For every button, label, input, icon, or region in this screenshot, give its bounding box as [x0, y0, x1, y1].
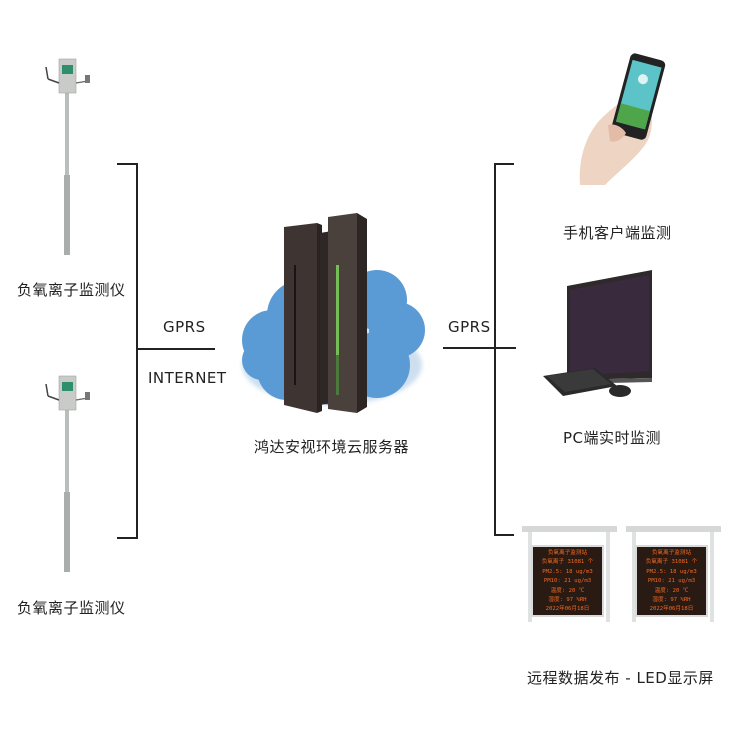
right-connector: [443, 347, 516, 349]
led-line-temperature: 温度: 20 ℃: [550, 587, 585, 594]
led-line-pm25: PM2.5: 18 ug/m3: [646, 568, 697, 575]
led-screen: 负氧离子监测站 负氧离子 31081 个 PM2.5: 18 ug/m3 PM1…: [531, 545, 604, 617]
right-bracket-top-tick: [495, 163, 514, 165]
led-display-frame-icon: [626, 526, 721, 622]
pc-label: PC端实时监测: [563, 429, 662, 447]
led-display-board-2: 负氧离子监测站 负氧离子 31081 个 PM2.5: 18 ug/m3 PM1…: [626, 523, 721, 623]
led-line-pm10: PM10: 21 ug/m3: [543, 578, 592, 585]
left-link-bottom-label: INTERNET: [148, 369, 227, 387]
left-bracket-top-tick: [117, 163, 137, 165]
right-link-label: GPRS: [448, 318, 491, 336]
left-bracket-vertical: [136, 163, 138, 539]
smartphone-endpoint: [560, 45, 670, 190]
led-line-pm25: PM2.5: 18 ug/m3: [542, 568, 593, 575]
left-connector: [137, 348, 215, 350]
led-line-ion: 负氧离子 31081 个: [541, 559, 594, 566]
smartphone-in-hand-icon: [579, 53, 666, 185]
led-line-humidity: 湿度: 97 %RH: [548, 597, 587, 604]
led-line-ion: 负氧离子 31081 个: [645, 559, 698, 566]
phone-label: 手机客户端监测: [563, 224, 672, 242]
sensor-label-2: 负氧离子监测仪: [17, 599, 126, 617]
sensor-device-2: [38, 372, 98, 572]
led-line-title: 负氧离子监测站: [547, 550, 588, 556]
right-bracket-vertical: [494, 163, 496, 536]
led-screen: 负氧离子监测站 负氧离子 31081 个 PM2.5: 18 ug/m3 PM1…: [635, 545, 708, 617]
led-display-frame-icon: [522, 526, 617, 622]
led-display-board-1: 负氧离子监测站 负氧离子 31081 个 PM2.5: 18 ug/m3 PM1…: [522, 523, 617, 623]
cloud-server: [232, 205, 432, 420]
led-line-pm10: PM10: 21 ug/m3: [647, 578, 696, 585]
sensor-label-1: 负氧离子监测仪: [17, 281, 126, 299]
server-rack-icon: [284, 213, 367, 413]
led-line-date: 2022年06月18日: [545, 606, 590, 613]
right-bracket-bottom-tick: [495, 534, 514, 536]
left-link-top-label: GPRS: [163, 318, 206, 336]
led-line-humidity: 湿度: 97 %RH: [652, 597, 691, 604]
cloud-server-icon: [242, 213, 425, 413]
pc-endpoint: [535, 268, 660, 403]
sensor-device-1: [38, 55, 98, 255]
desktop-computer-icon: [543, 270, 652, 397]
led-line-temperature: 温度: 20 ℃: [654, 587, 689, 594]
led-line-date: 2022年06月18日: [649, 606, 694, 613]
air-ion-sensor-pole-icon: [45, 375, 90, 572]
server-label: 鸿达安视环境云服务器: [254, 438, 410, 456]
air-ion-sensor-pole-icon: [45, 58, 90, 255]
led-line-title: 负氧离子监测站: [651, 550, 692, 556]
led-label: 远程数据发布 - LED显示屏: [527, 669, 714, 687]
left-bracket-bottom-tick: [117, 537, 137, 539]
